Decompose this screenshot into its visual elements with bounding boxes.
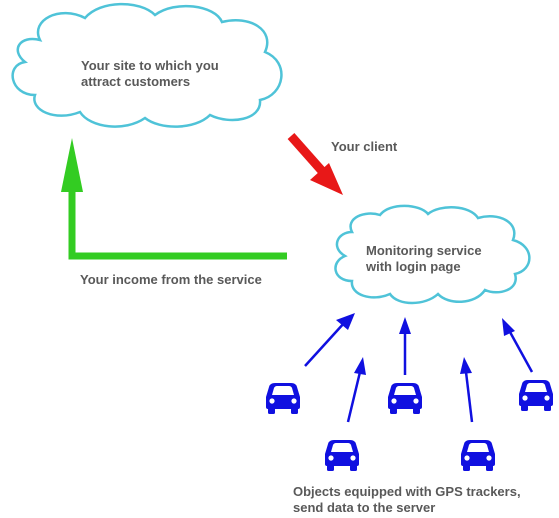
income-label: Your income from the service bbox=[80, 272, 262, 287]
tracker-arrow-1 bbox=[304, 313, 355, 367]
client-arrow bbox=[287, 133, 343, 195]
cloud-site-label: Your site to which you attract customers bbox=[81, 58, 219, 89]
objects-label: Objects equipped with GPS trackers, send… bbox=[293, 484, 521, 515]
car-icon bbox=[519, 380, 553, 411]
cloud-service bbox=[334, 204, 531, 305]
income-arrow bbox=[61, 138, 287, 260]
client-label: Your client bbox=[331, 139, 398, 154]
tracker-arrows bbox=[304, 313, 534, 423]
car-icon bbox=[325, 440, 359, 471]
car-icon bbox=[266, 383, 300, 414]
tracker-arrow-4 bbox=[460, 357, 474, 423]
tracker-arrow-5 bbox=[502, 318, 534, 373]
tracker-arrow-3 bbox=[399, 317, 411, 375]
cloud-service-label: Monitoring service with login page bbox=[366, 243, 482, 274]
cloud-site bbox=[11, 2, 283, 128]
tracker-arrow-2 bbox=[346, 357, 366, 423]
car-icon bbox=[388, 383, 422, 414]
car-icon bbox=[461, 440, 495, 471]
